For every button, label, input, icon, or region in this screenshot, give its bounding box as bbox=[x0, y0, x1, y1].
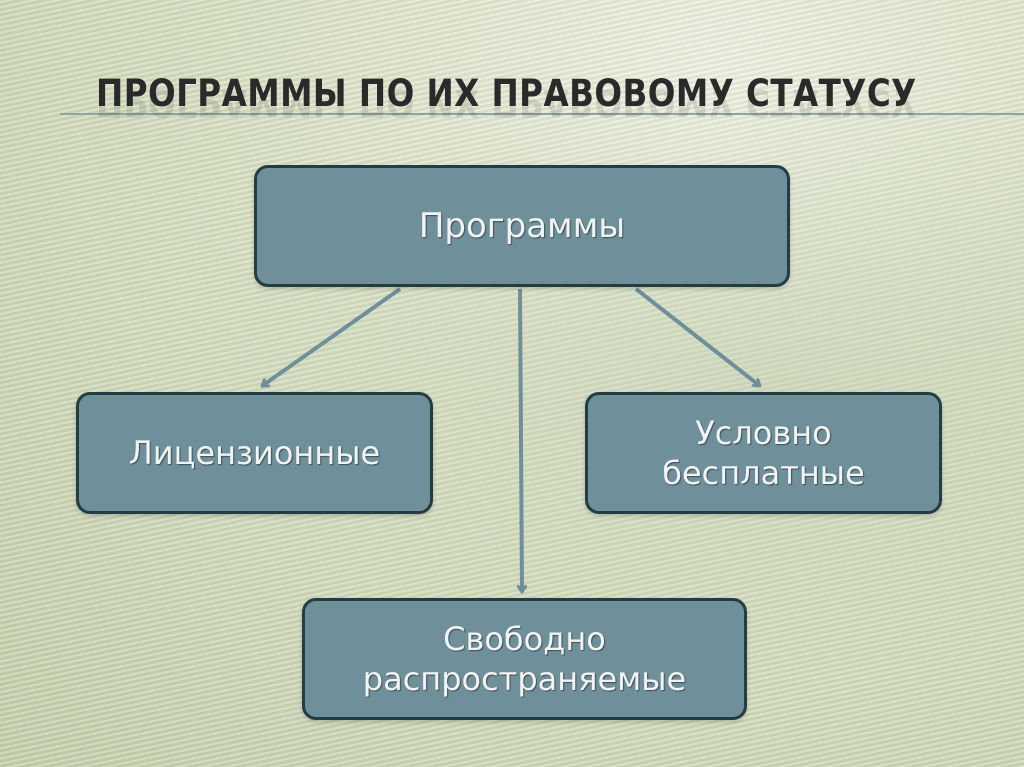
node-licensed: Лицензионные bbox=[76, 392, 433, 514]
node-programs: Программы bbox=[254, 165, 790, 287]
arrow-to-licensed bbox=[262, 287, 402, 388]
node-licensed-label: Лицензионные bbox=[128, 434, 381, 472]
title-underline bbox=[60, 113, 1024, 115]
arrow-to-freeware bbox=[520, 288, 522, 592]
slide-title: ПРОГРАММЫ ПО ИХ ПРАВОВОМУ СТАТУСУ bbox=[96, 72, 917, 115]
arrow-to-shareware bbox=[634, 287, 760, 388]
node-shareware-label: Условно бесплатные bbox=[662, 414, 865, 492]
node-freeware-label: Свободно распространяемые bbox=[362, 620, 687, 698]
node-programs-label: Программы bbox=[418, 205, 626, 246]
node-freeware: Свободно распространяемые bbox=[302, 598, 747, 720]
node-shareware: Условно бесплатные bbox=[585, 392, 942, 514]
